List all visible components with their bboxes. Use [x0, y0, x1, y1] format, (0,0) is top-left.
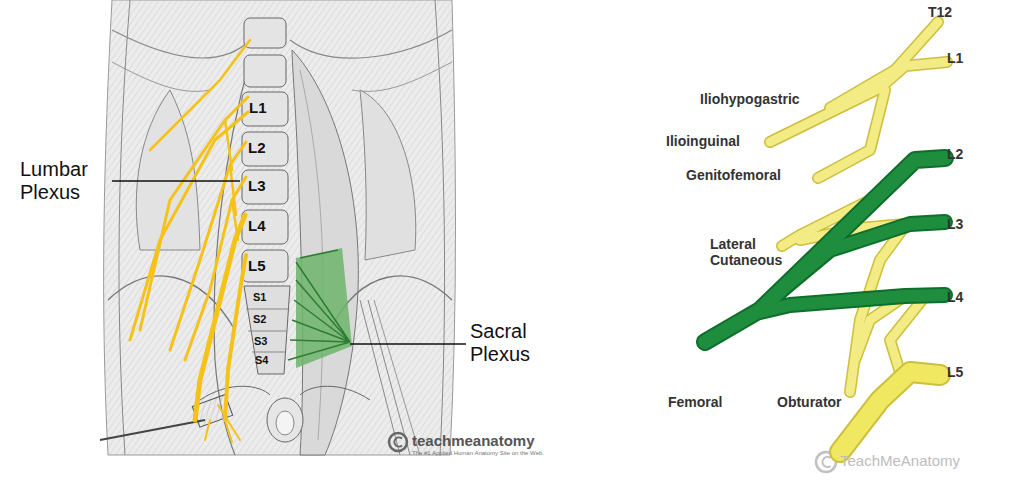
anatomy-illustration	[112, 62, 210, 91]
lumbar-nerves	[205, 405, 240, 442]
anatomy-illustration	[276, 411, 294, 435]
vertebra-label: S3	[254, 335, 267, 348]
lumbar-nerves	[130, 40, 250, 442]
nerve-label: Lateral Cutaneous	[710, 236, 795, 268]
root-label: L3	[947, 216, 963, 232]
plexus-label: Sacral Plexus	[470, 320, 550, 366]
lumbar-nerves	[140, 97, 248, 330]
lumbar-nerves	[225, 255, 246, 420]
copyright-logo	[823, 457, 831, 467]
lumbar-nerves	[150, 40, 250, 150]
root-label: L4	[947, 289, 963, 305]
watermark-text: teachmeanatomy	[412, 432, 535, 449]
vertebra-label: S4	[255, 354, 268, 367]
green-nerve	[705, 158, 945, 342]
root-label: T12	[928, 4, 952, 20]
anatomy-illustration	[242, 132, 288, 166]
anatomy-illustration	[200, 386, 270, 400]
vertebra-label: S2	[253, 313, 266, 326]
lumbosacral-trunk	[840, 372, 940, 452]
anatomy-illustration	[374, 300, 420, 455]
leader-lines	[112, 181, 466, 344]
vertebra-label: L5	[248, 257, 266, 274]
lumbar-nerves	[195, 215, 245, 420]
anatomy-illustration	[246, 309, 288, 352]
anatomy-illustration	[112, 30, 250, 58]
anatomy-illustration	[352, 62, 452, 91]
yellow-nerve	[818, 90, 885, 178]
root-label: L5	[947, 364, 963, 380]
green-nerve	[760, 295, 945, 312]
anatomy-illustration	[244, 286, 290, 374]
anatomy-illustration	[290, 30, 452, 58]
anatomy-illustration	[104, 0, 456, 455]
lumbosacral-trunk	[840, 372, 940, 452]
anatomy-illustration	[242, 250, 288, 282]
watermark-tagline: The #1 Applied Human Anatomy Site on the…	[412, 450, 544, 457]
yellow-nerve	[890, 300, 922, 372]
anatomy-illustration	[244, 55, 286, 87]
watermark-text: TeachMeAnatomy	[840, 452, 960, 469]
sacral-plexus-fan	[288, 250, 350, 360]
vertebra-label: L3	[248, 177, 266, 194]
anatomy-illustration	[368, 300, 410, 455]
copyright-logo	[389, 433, 836, 472]
green-nerve	[760, 295, 945, 312]
nerve-label: Obturator	[777, 394, 842, 410]
root-label: L1	[947, 50, 963, 66]
anatomy-illustration	[100, 0, 456, 455]
root-label: L2	[947, 146, 963, 162]
anatomy-illustration	[100, 420, 205, 440]
anatomy-illustration	[242, 210, 288, 244]
anatomy-illustration	[267, 398, 303, 442]
nerve-label: Iliohypogastric	[700, 91, 800, 107]
anatomy-illustration	[360, 300, 400, 455]
green-nerve	[705, 158, 945, 342]
plexus-schematic	[705, 22, 947, 452]
anatomy-illustration	[104, 0, 456, 455]
vertebra-label: L2	[248, 139, 266, 156]
vertebra-label: S1	[253, 291, 266, 304]
anatomy-illustration	[300, 386, 370, 400]
nerve-label: Genitofemoral	[686, 167, 781, 183]
lumbar-nerves	[185, 177, 246, 360]
vertebra-label: L4	[248, 217, 266, 234]
sacral-plexus-fan	[288, 248, 352, 368]
copyright-logo	[394, 437, 402, 446]
anatomy-illustration	[244, 18, 286, 48]
plexus-label: Lumbar Plexus	[20, 158, 100, 204]
nerve-label: Femoral	[668, 394, 722, 410]
anatomy-illustration	[360, 90, 416, 260]
leader-lines	[112, 180, 240, 182]
green-nerve	[770, 222, 945, 300]
copyright-logo	[389, 433, 407, 451]
green-nerve	[705, 158, 945, 342]
yellow-nerve-outline	[890, 300, 922, 372]
lumbar-nerves	[225, 120, 238, 240]
lumbosacral-trunk	[840, 372, 940, 452]
anatomy-illustration	[242, 170, 288, 204]
nerve-label: Ilioinguinal	[666, 133, 740, 149]
lumbar-nerves	[130, 112, 248, 340]
vertebra-label: L1	[249, 99, 267, 116]
leader-lines	[350, 343, 466, 345]
